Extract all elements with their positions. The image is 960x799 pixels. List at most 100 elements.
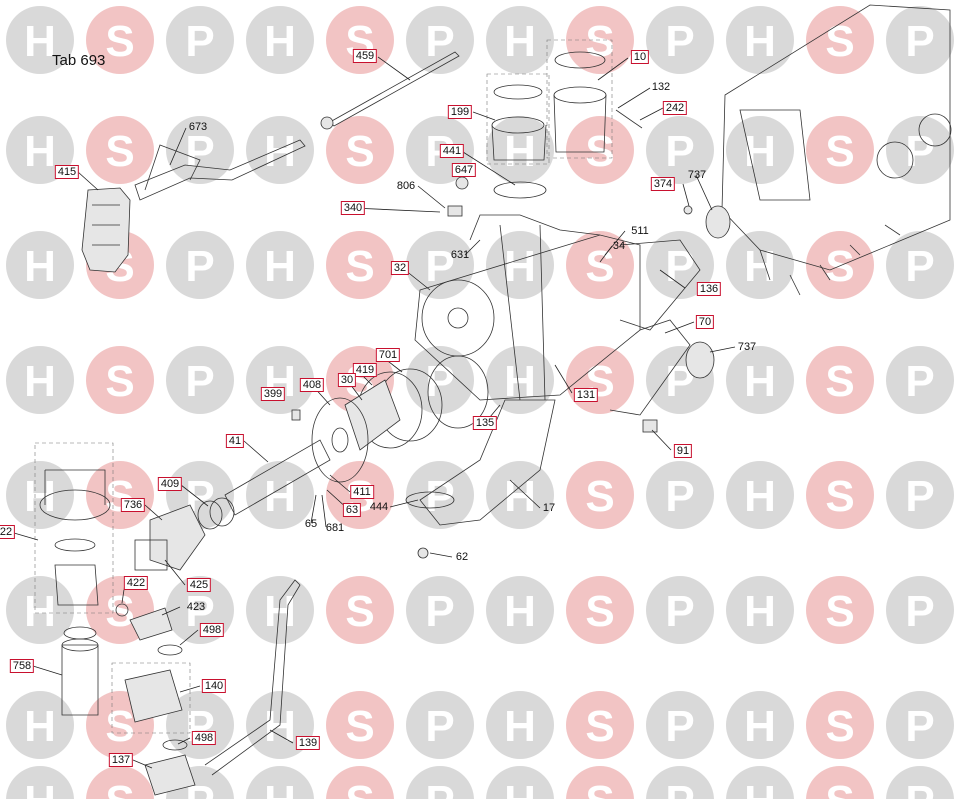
watermark-letter: P [185,17,214,66]
watermark-letter: S [585,242,614,291]
watermark-circle [886,576,954,644]
part-callout-32[interactable]: 32 [390,261,410,275]
watermark-circle [726,691,794,759]
part-callout-441[interactable]: 441 [439,144,465,158]
part-callout-806: 806 [396,180,416,192]
part-burner-408 [311,397,369,483]
part-bracket-673 [134,139,306,201]
part-pipe-70 [609,319,691,416]
part-callout-422[interactable]: 422 [123,576,149,590]
watermark-letter: H [744,587,776,636]
part-ring-441 [493,181,547,199]
watermark-circle [486,116,554,184]
watermark-letter: S [585,587,614,636]
watermark-letter: H [744,472,776,521]
part-callout-139[interactable]: 139 [295,736,321,750]
watermark-letter: H [264,472,296,521]
watermark-letter: H [504,472,536,521]
watermark-letter: P [665,17,694,66]
part-callout-137[interactable]: 137 [108,753,134,767]
part-rings-199 [486,73,550,165]
part-callout-758[interactable]: 758 [9,659,35,673]
watermark-letter: H [264,17,296,66]
part-sleeve-10 [546,39,613,159]
watermark-circle [566,231,634,299]
part-callout-498[interactable]: 498 [191,731,217,745]
part-plate-30 [344,379,401,451]
part-callout-135[interactable]: 135 [472,416,498,430]
watermark-letter: P [425,242,454,291]
part-callout-415[interactable]: 415 [54,165,80,179]
watermark-circle [806,231,874,299]
watermark-circle [246,231,314,299]
watermark-letter: H [504,242,536,291]
part-callout-136[interactable]: 136 [696,282,722,296]
part-callout-91[interactable]: 91 [673,444,693,458]
part-callout-30[interactable]: 30 [337,373,357,387]
watermark-circle [166,231,234,299]
part-callout-459[interactable]: 459 [352,49,378,63]
part-callout-340[interactable]: 340 [340,201,366,215]
watermark-letter: H [24,587,56,636]
watermark-letter: S [105,702,134,751]
watermark-letter: S [105,17,134,66]
watermark-letter: S [105,472,134,521]
watermark-letter: S [825,242,854,291]
part-callout-408[interactable]: 408 [299,378,325,392]
part-small-374 [642,205,693,433]
watermark-letter: P [425,17,454,66]
watermark-letter: S [585,777,614,799]
watermark-circle [886,116,954,184]
part-callout-736[interactable]: 736 [120,498,146,512]
watermark-circle [806,766,874,799]
part-tank [721,4,952,296]
watermark-circle [6,346,74,414]
part-callout-647[interactable]: 647 [451,163,477,177]
watermark-letter: H [504,702,536,751]
part-callout-63[interactable]: 63 [342,503,362,517]
part-callout-498[interactable]: 498 [199,623,225,637]
watermark-circle [806,116,874,184]
part-callout-631: 631 [450,249,470,261]
part-callout-411[interactable]: 411 [350,485,374,499]
watermark-letter: H [24,17,56,66]
part-callout-131[interactable]: 131 [573,388,599,402]
watermark-letter: S [345,127,374,176]
part-callout-409[interactable]: 409 [157,477,183,491]
watermark-circle [726,461,794,529]
part-callout-41[interactable]: 41 [225,434,245,448]
part-callout-399[interactable]: 399 [260,387,286,401]
part-callout-374[interactable]: 374 [650,177,676,191]
part-callout-444: 444 [369,501,389,513]
watermark-circle [86,6,154,74]
watermark-letter: S [345,777,374,799]
watermark-circle [406,346,474,414]
part-callout-419[interactable]: 419 [352,363,378,377]
part-bolt-62 [417,547,429,559]
part-callout-70[interactable]: 70 [695,315,715,329]
watermark-letter: S [585,127,614,176]
watermark-letter: P [665,777,694,799]
watermark-circle [646,461,714,529]
watermark-circle [406,691,474,759]
part-callout-10[interactable]: 10 [630,50,650,64]
watermark-circle [86,346,154,414]
part-cylinder-758 [61,626,99,716]
watermark-letter: H [264,777,296,799]
part-callout-199[interactable]: 199 [447,105,473,119]
watermark-circle [886,231,954,299]
part-callout-701[interactable]: 701 [375,348,401,362]
part-callout-242[interactable]: 242 [662,101,688,115]
part-callout-425[interactable]: 425 [186,578,212,592]
part-small-422 [115,603,173,641]
watermark-circle [646,116,714,184]
watermark-circle [566,691,634,759]
part-fan-22 [34,442,114,614]
part-callout-140[interactable]: 140 [201,679,227,693]
part-callout-22[interactable]: 22 [0,525,16,539]
watermark-letter: S [105,777,134,799]
watermark-circle [86,116,154,184]
part-callout-511: 511 [631,225,649,237]
watermark-circle [6,461,74,529]
